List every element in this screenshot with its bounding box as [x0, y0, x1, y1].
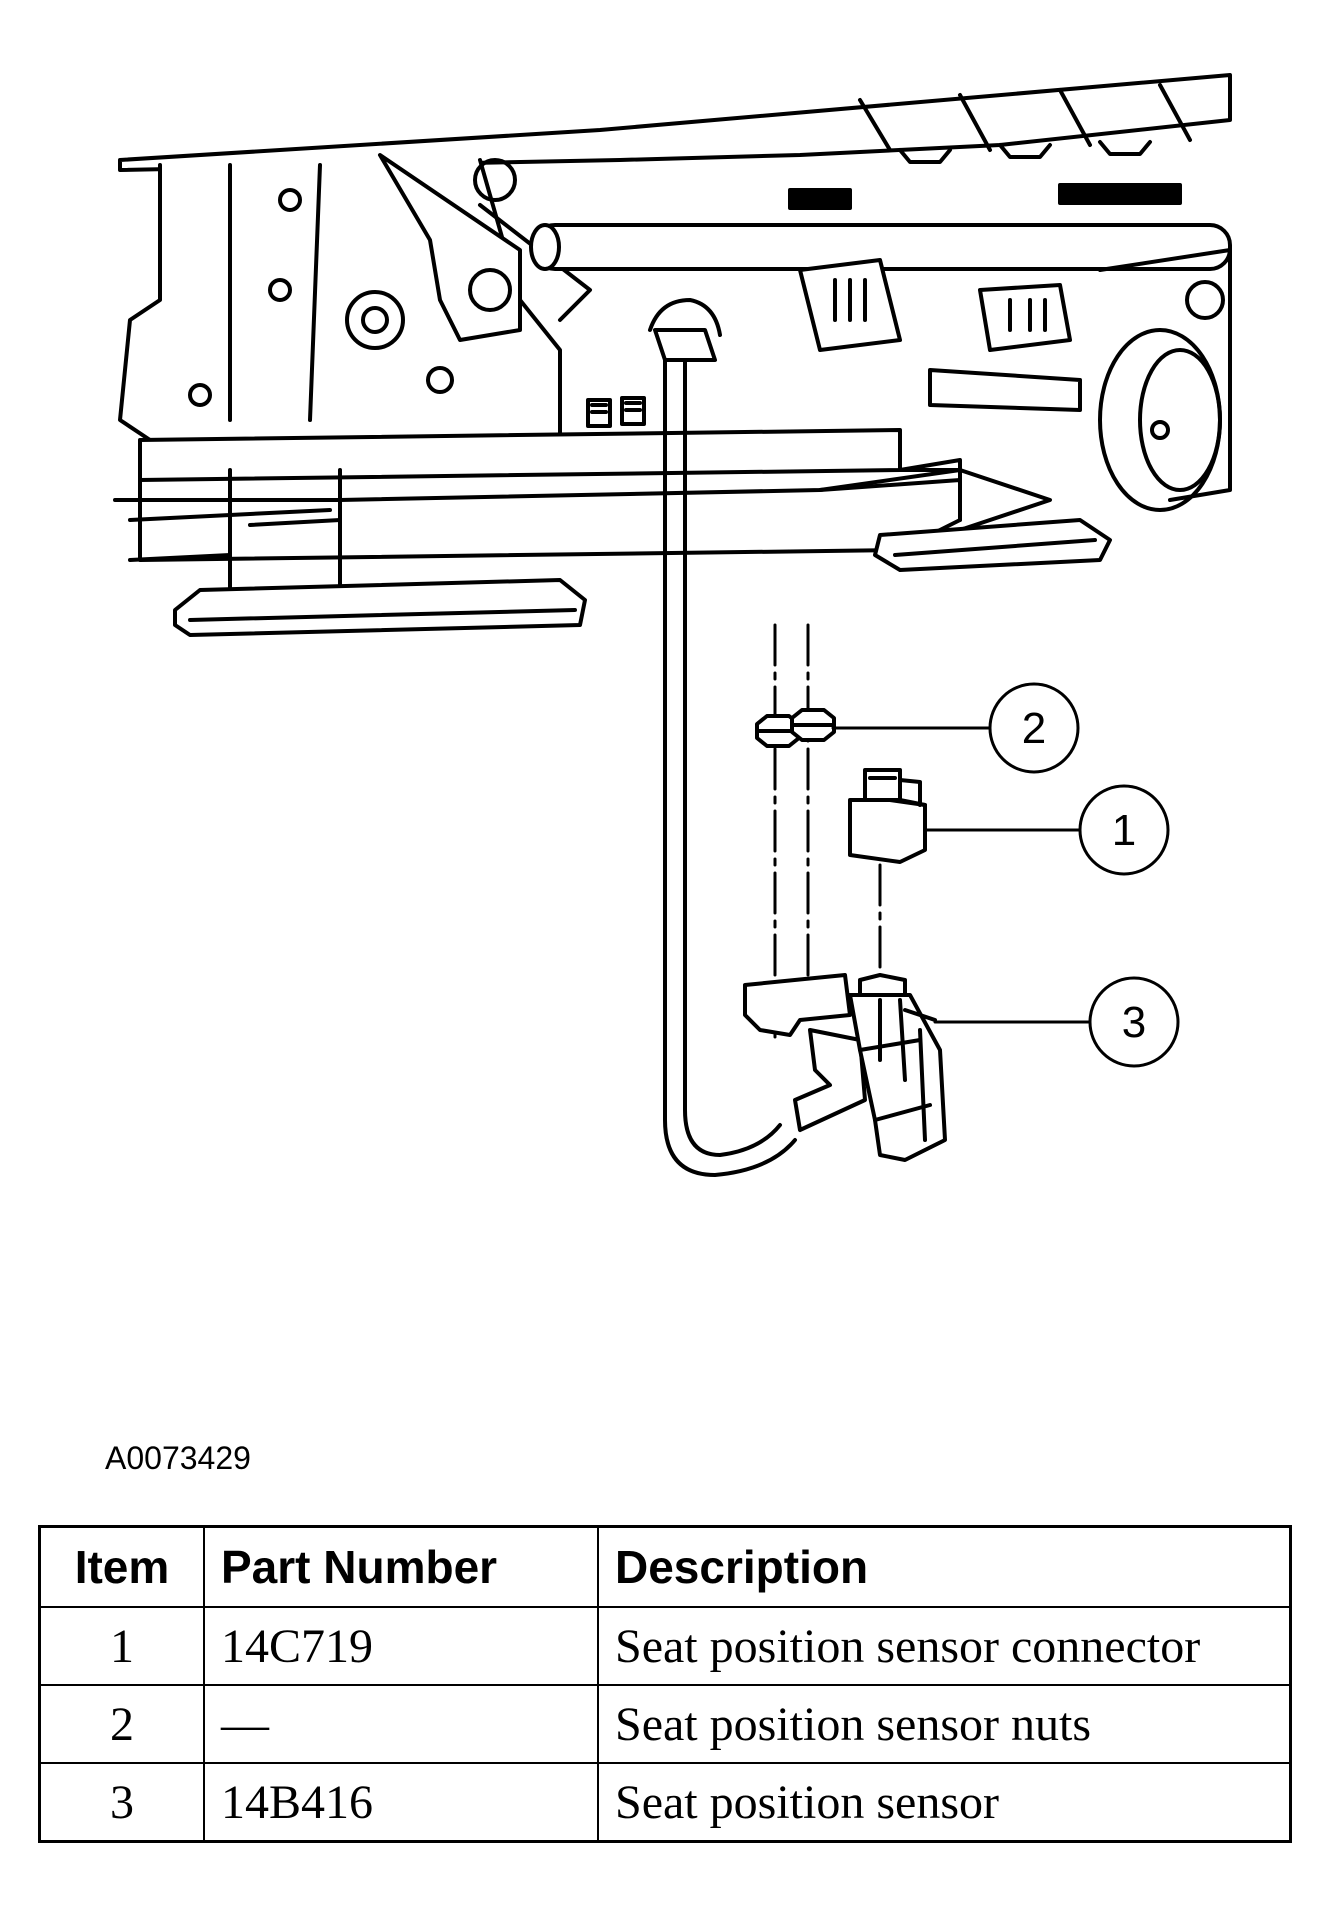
sensor-connector [848, 768, 927, 864]
table-row: 3 14B416 Seat position sensor [38, 1762, 1292, 1843]
cell-part-number: 14B416 [203, 1762, 599, 1843]
table-row: 1 14C719 Seat position sensor connector [38, 1606, 1292, 1686]
seat-motor-assembly [798, 248, 1232, 512]
parts-table: Item Part Number Description 1 14C719 Se… [38, 1525, 1292, 1843]
cell-item: 3 [38, 1762, 205, 1843]
seat-side-frame [118, 153, 592, 442]
callout-2-label: 2 [1022, 704, 1046, 753]
stud-centerlines [773, 623, 882, 1042]
callout-1-label: 1 [1112, 806, 1136, 855]
figure-id: A0073429 [105, 1440, 251, 1476]
cell-description: Seat position sensor nuts [597, 1684, 1292, 1764]
header-description: Description [597, 1525, 1292, 1608]
seat-track-rails [113, 428, 1052, 612]
floor-mounting-pads [173, 518, 1112, 637]
cell-part-number: 14C719 [203, 1606, 599, 1686]
cross-tube [529, 223, 1232, 271]
sensor-wiring-harness [648, 298, 797, 1177]
callout-1: 1 [1078, 784, 1170, 876]
callout-2: 2 [988, 682, 1080, 774]
callout-3-label: 3 [1122, 998, 1146, 1047]
callout-leaders [831, 726, 1092, 1024]
mounting-studs [586, 396, 646, 428]
sensor-nuts [755, 708, 836, 748]
seat-position-sensor [743, 973, 947, 1162]
header-item: Item [38, 1525, 205, 1608]
seat-track-illustration: 2 1 3 [113, 73, 1232, 1177]
cell-part-number: — [203, 1684, 599, 1764]
cell-description: Seat position sensor connector [597, 1606, 1292, 1686]
callout-3: 3 [1088, 976, 1180, 1068]
table-header-row: Item Part Number Description [38, 1525, 1292, 1608]
cell-description: Seat position sensor [597, 1762, 1292, 1843]
cell-item: 1 [38, 1606, 205, 1686]
seat-cushion-frame [118, 73, 1232, 210]
header-part-number: Part Number [203, 1525, 599, 1608]
table-row: 2 — Seat position sensor nuts [38, 1684, 1292, 1764]
cell-item: 2 [38, 1684, 205, 1764]
